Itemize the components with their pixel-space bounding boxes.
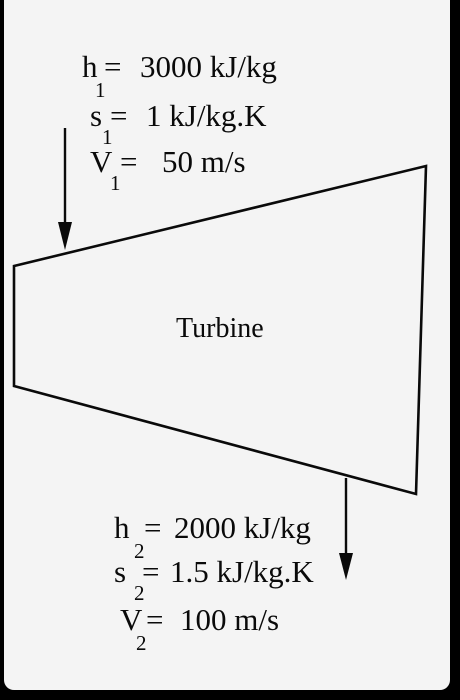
equals-sign: =	[104, 49, 121, 84]
enthalpy-subscript: 1	[95, 78, 106, 102]
inlet-velocity: V 1 = 50 m/s	[90, 144, 246, 195]
equals-sign: =	[142, 554, 159, 589]
velocity-value: 100 m/s	[180, 602, 279, 637]
entropy-subscript: 2	[134, 581, 145, 605]
inlet-enthalpy: h 1 = 3000 kJ/kg	[82, 49, 277, 102]
inlet-conditions: h 1 = 3000 kJ/kg s 1 = 1 kJ/kg.K V 1 = 5…	[82, 49, 277, 195]
outlet-conditions: h 2 = 2000 kJ/kg s 2 = 1.5 kJ/kg.K V 2 =…	[114, 510, 314, 655]
entropy-value: 1.5 kJ/kg.K	[170, 554, 314, 589]
velocity-subscript: 2	[136, 631, 147, 655]
outlet-arrow	[339, 478, 353, 580]
enthalpy-symbol: h	[114, 510, 130, 545]
entropy-value: 1 kJ/kg.K	[146, 98, 267, 133]
entropy-symbol: s	[114, 554, 126, 589]
enthalpy-value: 2000 kJ/kg	[174, 510, 311, 545]
enthalpy-subscript: 2	[134, 539, 145, 563]
inlet-entropy: s 1 = 1 kJ/kg.K	[90, 98, 267, 149]
entropy-subscript: 1	[102, 125, 113, 149]
inlet-arrow	[58, 128, 72, 250]
turbine-label: Turbine	[176, 313, 264, 344]
equals-sign: =	[146, 602, 163, 637]
diagram-paper	[4, 0, 450, 690]
outlet-velocity: V 2 = 100 m/s	[120, 602, 279, 655]
velocity-subscript: 1	[110, 171, 121, 195]
equals-sign: =	[144, 510, 161, 545]
velocity-symbol: V	[90, 144, 113, 179]
outlet-entropy: s 2 = 1.5 kJ/kg.K	[114, 554, 314, 605]
outlet-enthalpy: h 2 = 2000 kJ/kg	[114, 510, 311, 563]
enthalpy-value: 3000 kJ/kg	[140, 49, 277, 84]
entropy-symbol: s	[90, 98, 102, 133]
enthalpy-symbol: h	[82, 49, 98, 84]
equals-sign: =	[120, 144, 137, 179]
velocity-value: 50 m/s	[162, 144, 246, 179]
equals-sign: =	[110, 98, 127, 133]
turbine-body	[12, 164, 428, 496]
velocity-symbol: V	[120, 602, 143, 637]
